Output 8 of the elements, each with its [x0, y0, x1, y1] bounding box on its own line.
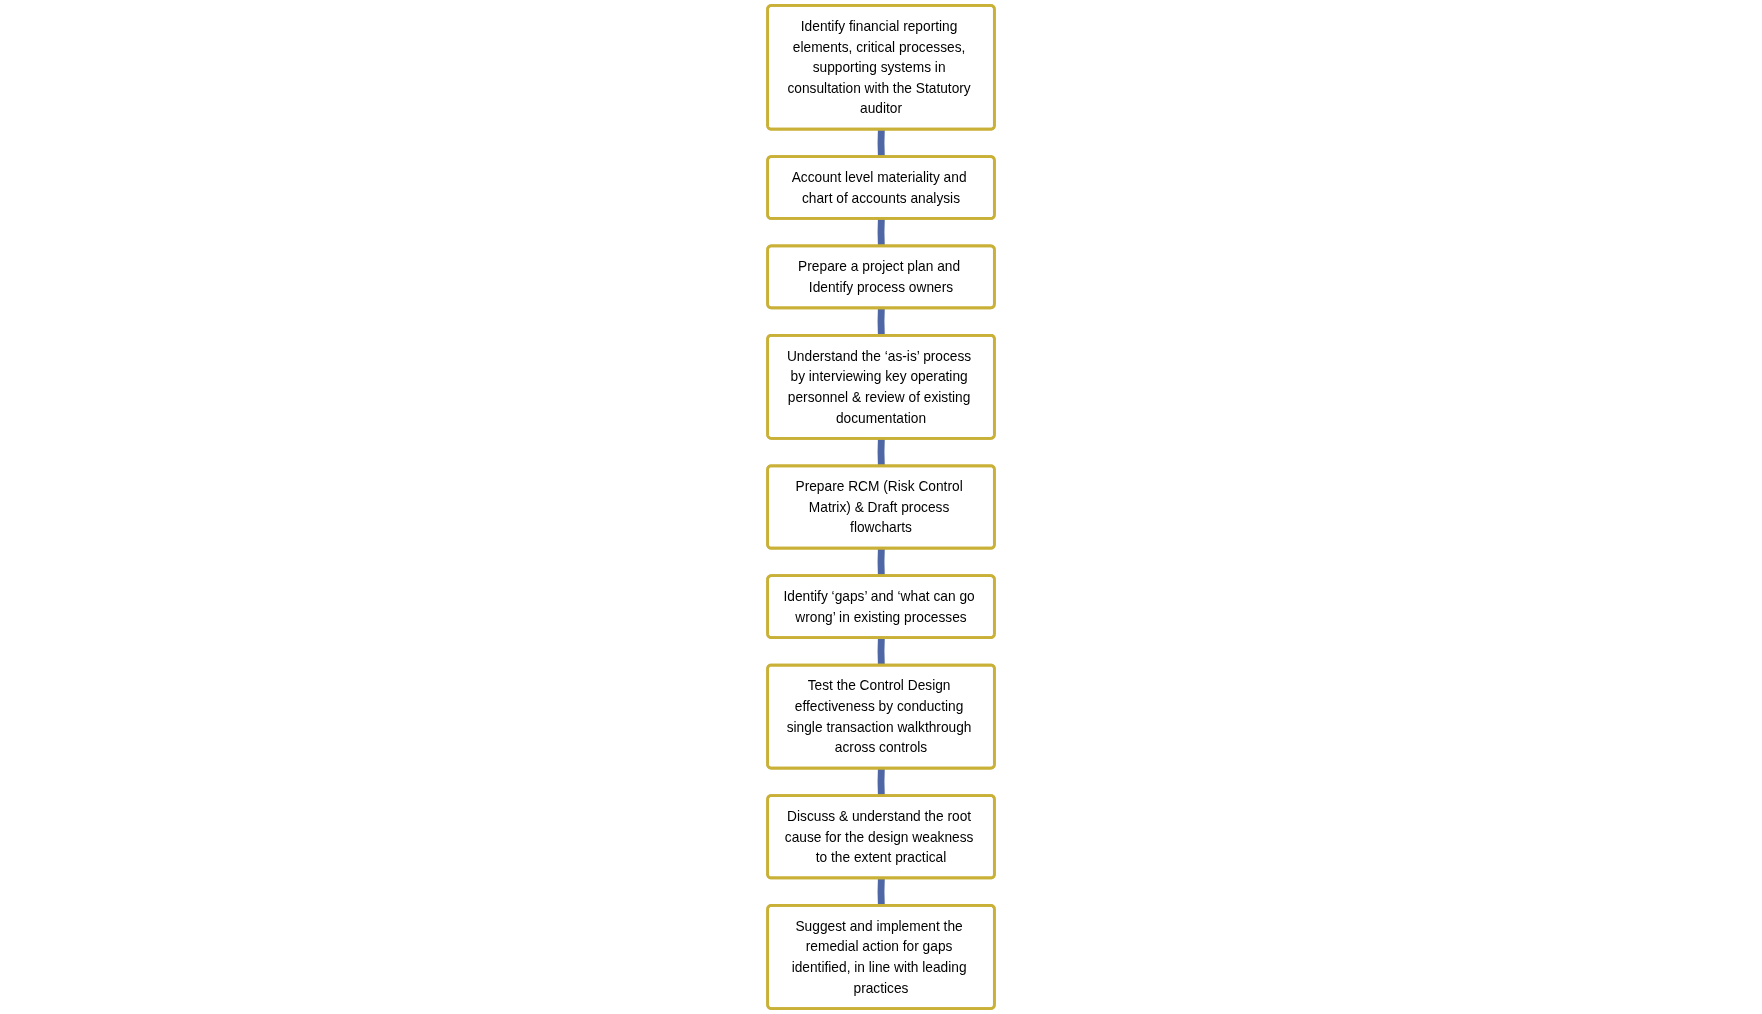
- connector: [877, 878, 885, 906]
- connector: [877, 218, 885, 247]
- connector: [877, 129, 885, 158]
- connector: [877, 768, 885, 796]
- connector: [877, 308, 885, 336]
- connector: [877, 548, 885, 577]
- connector: [877, 438, 885, 467]
- connector: [877, 637, 885, 666]
